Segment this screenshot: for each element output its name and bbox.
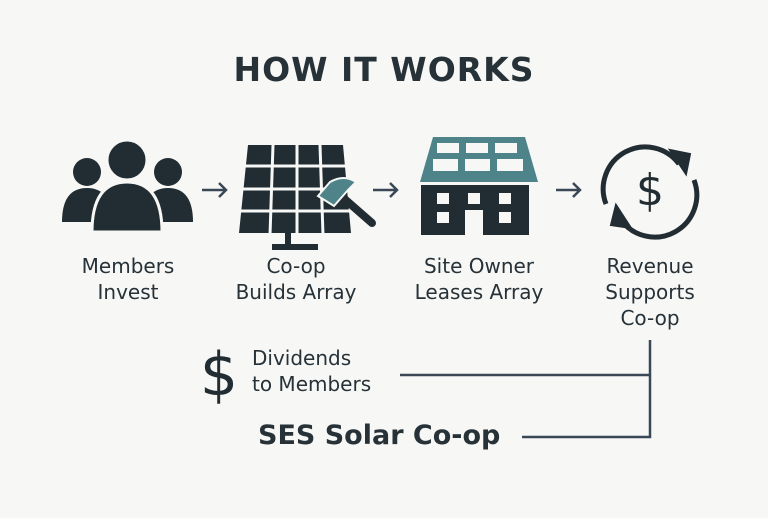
dollar-cycle-icon: $ (600, 144, 700, 240)
arrow-icon (556, 182, 582, 198)
step-label: Site Owner (423, 254, 535, 278)
page-title: HOW IT WORKS (233, 50, 535, 89)
house-solar-roof-icon (420, 137, 538, 235)
step-label: Co-op (266, 254, 326, 278)
step-site-owner: Site Owner Leases Array (389, 253, 569, 305)
org-name: SES Solar Co-op (258, 420, 501, 451)
step-coop-builds: Co-op Builds Array (206, 253, 386, 305)
step-label: Co-op (620, 306, 680, 330)
step-label: Supports (605, 280, 695, 304)
step-revenue: Revenue Supports Co-op (560, 253, 740, 331)
step-label: Leases Array (414, 280, 544, 304)
dividends-label: Dividends to Members (252, 345, 371, 397)
arrow-icon (202, 182, 228, 198)
dividends-line: Dividends (252, 346, 352, 370)
dollar-icon: $ (200, 340, 238, 410)
arrow-icon (373, 182, 399, 198)
connector-lines (400, 340, 652, 439)
svg-text:$: $ (636, 165, 664, 216)
people-icon (62, 138, 193, 234)
step-members-invest: Members Invest (38, 253, 218, 305)
step-label: Invest (97, 280, 159, 304)
step-label: Members (81, 254, 175, 278)
solar-panel-hammer-icon (239, 144, 376, 250)
dividends-line: to Members (252, 372, 372, 396)
step-label: Builds Array (235, 280, 357, 304)
step-label: Revenue (606, 254, 694, 278)
